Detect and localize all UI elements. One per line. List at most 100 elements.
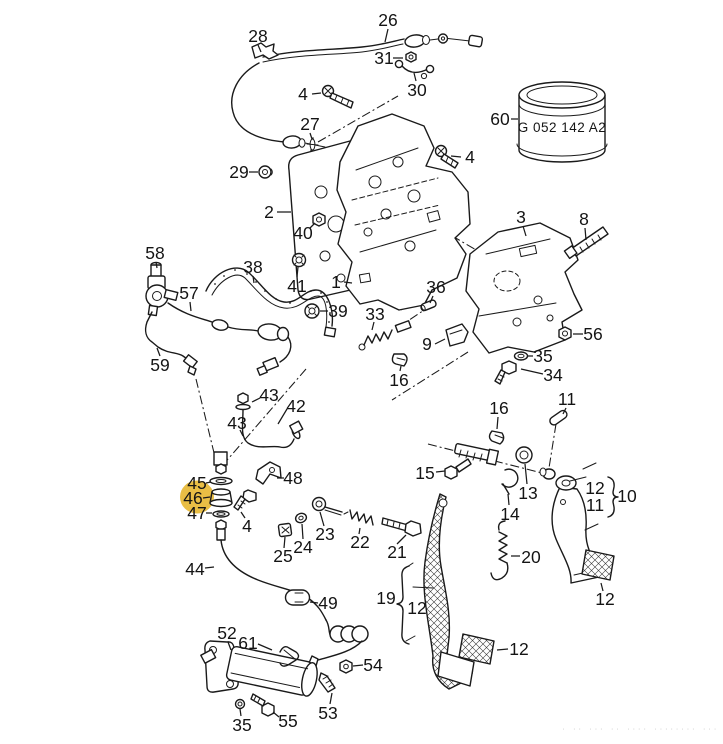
callout-12[interactable]: 12 [509,639,528,659]
callout-43[interactable]: 43 [259,385,278,405]
callout-11[interactable]: 11 [558,389,576,409]
callout-61[interactable]: 61 [238,633,257,653]
callout-48[interactable]: 48 [283,468,302,488]
callout-55[interactable]: 55 [278,711,297,731]
callout-12[interactable]: 12 [595,589,614,609]
callout-35[interactable]: 35 [533,346,552,366]
callout-15[interactable]: 15 [415,463,434,483]
callout-39[interactable]: 39 [328,301,347,321]
bushing-13 [515,446,533,464]
leader-line-9 [434,338,446,345]
leader-line-26 [384,28,389,43]
leader-line-12 [600,582,604,592]
leader-line-3 [522,225,527,237]
callout-33[interactable]: 33 [365,304,384,324]
callout-40[interactable]: 40 [293,223,313,243]
callout-54[interactable]: 54 [363,655,383,675]
leader-line-16 [496,416,499,430]
callout-35[interactable]: 35 [232,715,251,735]
callout-23[interactable]: 23 [315,524,334,544]
callout-57[interactable]: 57 [179,283,198,303]
bolt-34 [494,360,517,385]
callout-27[interactable]: 27 [300,114,319,134]
seal-47 [212,510,230,518]
callout-16[interactable]: 16 [389,370,408,390]
grommet-39 [304,303,320,319]
pipe-59 [144,311,198,376]
callout-12[interactable]: 12 [407,598,426,618]
clip-25 [277,522,293,538]
callout-25[interactable]: 25 [273,546,292,566]
callout-45[interactable]: 45 [187,473,206,493]
leader-line-45 [205,481,212,484]
callout-22[interactable]: 22 [350,532,369,552]
callout-52[interactable]: 52 [217,623,236,643]
clip-16-lower [488,430,505,445]
leader-line-4 [311,92,322,95]
callout-20[interactable]: 20 [521,547,541,567]
callout-56[interactable]: 56 [583,324,602,344]
leader-line-40 [309,222,316,229]
leader-line-27 [309,132,313,140]
callout-41[interactable]: 41 [287,276,306,296]
callout-60[interactable]: 60 [490,109,510,129]
callout-28[interactable]: 28 [248,26,267,46]
callout-14[interactable]: 14 [500,504,520,524]
leader-line-8 [584,227,587,241]
leader-line-23 [319,511,325,527]
callout-12[interactable]: 12 [585,478,604,498]
cable-pin-27 [306,137,319,152]
pedal-pad-12-brake [581,549,615,581]
callout-24[interactable]: 24 [293,537,313,557]
bracket-3 [465,222,583,354]
leader-line-28 [257,44,262,53]
callout-4[interactable]: 4 [298,84,308,104]
callout-42[interactable]: 42 [286,396,305,416]
callout-11[interactable]: 11 [586,495,604,515]
callout-46[interactable]: 46 [183,488,202,508]
pedal-pad-12-clutch [458,633,495,665]
callout-21[interactable]: 21 [387,542,406,562]
leader-line-36 [429,295,434,304]
screw-4-top [321,84,354,109]
leader-line-59 [156,347,161,357]
washer-35-lower [234,698,246,710]
callout-43[interactable]: 43 [227,413,246,433]
highlight-46 [180,480,214,514]
callout-16[interactable]: 16 [489,398,508,418]
callout-38[interactable]: 38 [243,257,262,277]
grommet-46 [209,488,233,508]
callout-26[interactable]: 26 [378,10,397,30]
callout-30[interactable]: 30 [407,80,427,100]
callout-1[interactable]: 1 [331,272,341,292]
leader-line-49 [309,601,319,604]
callout-59[interactable]: 59 [150,355,169,375]
callout-10[interactable]: 10 [617,486,637,506]
leader-line-4 [450,155,462,158]
callout-53[interactable]: 53 [318,703,337,723]
bolt-55 [250,693,275,717]
callout-4[interactable]: 4 [242,516,252,536]
clip-49 [284,589,311,606]
callout-3[interactable]: 3 [516,207,526,227]
callout-8[interactable]: 8 [579,209,589,229]
callout-58[interactable]: 58 [145,243,164,263]
callout-13[interactable]: 13 [518,483,537,503]
callout-29[interactable]: 29 [229,162,248,182]
callout-4[interactable]: 4 [465,147,475,167]
callout-34[interactable]: 34 [543,365,563,385]
callout-49[interactable]: 49 [318,593,337,613]
nut-54 [339,659,353,674]
leader-line-42 [277,408,288,425]
hose-38 [205,267,337,338]
leader-line-15 [435,470,446,473]
callout-47[interactable]: 47 [187,503,206,523]
callout-2[interactable]: 2 [264,202,274,222]
callout-19[interactable]: 19 [376,588,395,608]
callout-9[interactable]: 9 [422,334,432,354]
callout-36[interactable]: 36 [426,277,445,297]
callout-31[interactable]: 31 [374,48,393,68]
leader-line-14 [507,493,510,506]
callout-44[interactable]: 44 [185,559,205,579]
